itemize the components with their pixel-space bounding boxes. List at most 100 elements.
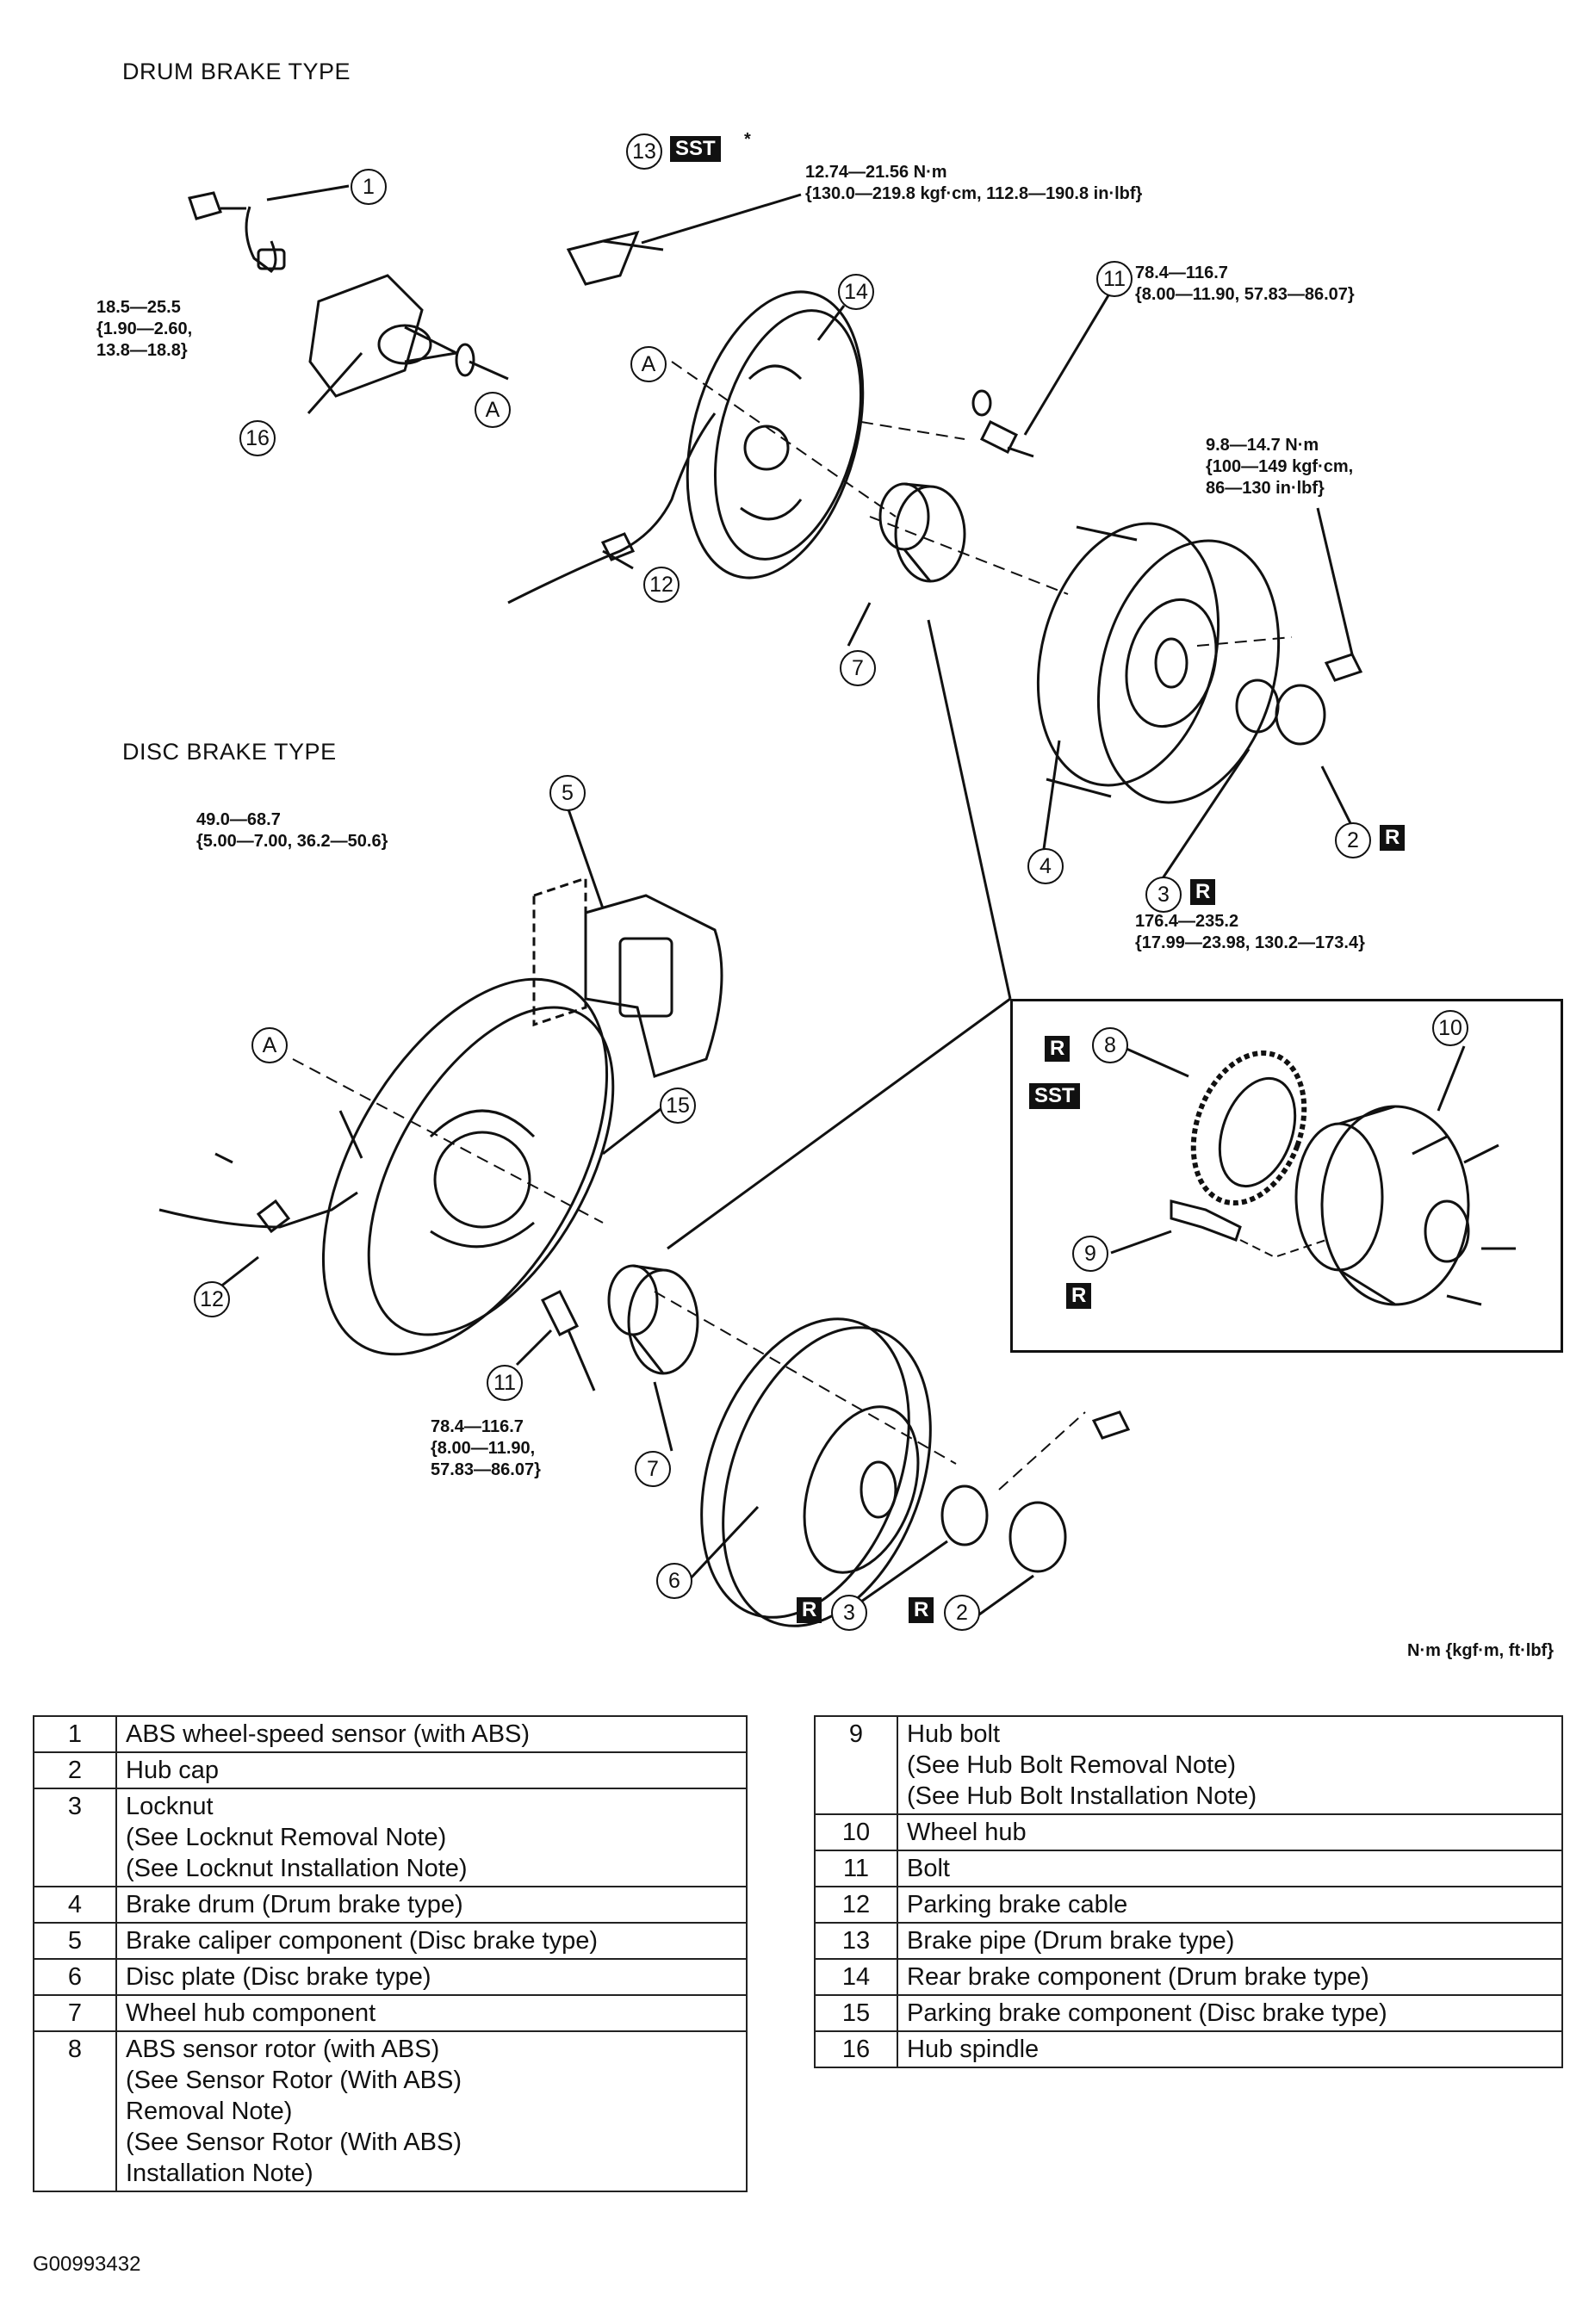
legend-number: 11	[814, 1850, 898, 1887]
torque-bolt-drum: 78.4—116.7 {8.00—11.90, 57.83—86.07}	[1135, 263, 1355, 304]
exploded-diagram: DRUM BRAKE TYPE DISC BRAKE TYPE	[96, 59, 1563, 1660]
callout-13: 13	[626, 133, 662, 170]
legend-description: ABS wheel-speed sensor (with ABS)	[115, 1715, 748, 1753]
disc-section-title: DISC BRAKE TYPE	[122, 739, 337, 765]
callout-a-disc: A	[251, 1027, 288, 1063]
callout-5: 5	[549, 775, 586, 811]
callout-12-drum: 12	[643, 567, 680, 603]
legend-description: Hub cap	[115, 1751, 748, 1789]
legend-description: Locknut (See Locknut Removal Note) (See Lo…	[115, 1788, 748, 1887]
parts-drawing	[158, 184, 1516, 1627]
callout-6: 6	[656, 1563, 692, 1599]
legend-number: 8	[33, 2030, 117, 2192]
legend-line: Disc plate (Disc brake type)	[126, 1963, 431, 1991]
callout-4: 4	[1027, 848, 1064, 884]
callout-12-disc: 12	[194, 1281, 230, 1317]
legend-number: 12	[814, 1886, 898, 1924]
legend-number: 1	[33, 1715, 117, 1753]
torque-locknut: 176.4—235.2 {17.99—23.98, 130.2—173.4}	[1135, 912, 1365, 952]
legend-row: 7 Wheel hub component	[33, 1994, 748, 2032]
torque-brake-pipe: 12.74—21.56 N·m {130.0—219.8 kgf·cm, 112…	[805, 163, 1143, 203]
r-tag-2-disc: R	[909, 1597, 934, 1623]
legend-line: Hub spindle	[907, 2036, 1040, 2063]
legend-row: 14 Rear brake component (Drum brake type)	[814, 1958, 1563, 1996]
callout-11-disc: 11	[487, 1365, 523, 1401]
legend-number: 13	[814, 1922, 898, 1960]
callout-7-disc: 7	[635, 1451, 671, 1487]
drum-section-title: DRUM BRAKE TYPE	[122, 59, 351, 84]
callout-a-drum-plate: A	[630, 346, 667, 382]
callout-a-drum-spindle: A	[475, 392, 511, 428]
legend-description: Parking brake component (Disc brake type…	[897, 1994, 1563, 2032]
legend-line: (See Sensor Rotor (With ABS)	[126, 2067, 462, 2094]
legend-number: 7	[33, 1994, 117, 2032]
legend-line: (See Locknut Removal Note)	[126, 1824, 447, 1851]
legend-line: Brake drum (Drum brake type)	[126, 1891, 463, 1918]
legend-line: Wheel hub component	[126, 1999, 376, 2027]
legend-description: Parking brake cable	[897, 1886, 1563, 1924]
legend-number: 9	[814, 1715, 898, 1815]
legend-table-right: 9 Hub bolt (See Hub Bolt Removal Note) (See…	[814, 1715, 1563, 2068]
r-tag-3-disc: R	[797, 1597, 822, 1623]
legend-line: Rear brake component (Drum brake type)	[907, 1963, 1369, 1991]
callout-3-drum: 3	[1145, 877, 1182, 913]
torque-caliper: 49.0—68.7 {5.00—7.00, 36.2—50.6}	[196, 810, 388, 851]
legend-description: Wheel hub	[897, 1813, 1563, 1851]
callout-3-disc: 3	[831, 1595, 867, 1631]
r-tag-9: R	[1066, 1283, 1092, 1309]
callout-14: 14	[838, 274, 874, 310]
callout-2-disc: 2	[944, 1595, 980, 1631]
legend-line: (See Hub Bolt Removal Note)	[907, 1751, 1236, 1779]
callout-15: 15	[660, 1088, 696, 1124]
legend-line: ABS sensor rotor (with ABS)	[126, 2036, 440, 2063]
legend-line: Brake pipe (Drum brake type)	[907, 1927, 1235, 1955]
legend-line: Wheel hub	[907, 1819, 1027, 1846]
legend-number: 14	[814, 1958, 898, 1996]
legend-description: Bolt	[897, 1850, 1563, 1887]
legend-description: ABS sensor rotor (with ABS) (See Sensor R…	[115, 2030, 748, 2192]
legend-row: 8 ABS sensor rotor (with ABS) (See Sensor …	[33, 2030, 748, 2192]
sst-tag: SST	[670, 136, 721, 162]
legend-line: Locknut	[126, 1793, 214, 1820]
legend-row: 11 Bolt	[814, 1850, 1563, 1887]
legend-line: Hub bolt	[907, 1720, 1001, 1748]
legend-line: Removal Note)	[126, 2098, 293, 2125]
legend-line: Hub cap	[126, 1757, 220, 1784]
unit-note: N·m {kgf·m, ft·lbf}	[1407, 1641, 1554, 1660]
sst-tag-8: SST	[1029, 1083, 1080, 1109]
legend-line: Brake caliper component (Disc brake type…	[126, 1927, 599, 1955]
torque-bolt-disc: 78.4—116.7 {8.00—11.90, 57.83—86.07}	[431, 1417, 541, 1479]
legend-description: Hub spindle	[897, 2030, 1563, 2068]
legend-line: Installation Note)	[126, 2160, 313, 2187]
legend-line: (See Hub Bolt Installation Note)	[907, 1782, 1257, 1810]
legend-number: 5	[33, 1922, 117, 1960]
figure-code: G00993432	[33, 2253, 141, 2276]
legend-line: ABS wheel-speed sensor (with ABS)	[126, 1720, 531, 1748]
callout-7-drum: 7	[840, 650, 876, 686]
legend-description: Wheel hub component	[115, 1994, 748, 2032]
legend-row: 9 Hub bolt (See Hub Bolt Removal Note) (See…	[814, 1715, 1563, 1815]
legend-description: Brake pipe (Drum brake type)	[897, 1922, 1563, 1960]
callout-9: 9	[1072, 1236, 1108, 1272]
r-tag-3-drum: R	[1190, 879, 1216, 905]
legend-number: 4	[33, 1886, 117, 1924]
legend-description: Brake caliper component (Disc brake type…	[115, 1922, 748, 1960]
legend-line: (See Locknut Installation Note)	[126, 1855, 468, 1882]
torque-abs-sensor-bolt: 18.5—25.5 {1.90—2.60, 13.8—18.8}	[96, 298, 193, 360]
r-tag-8: R	[1045, 1036, 1071, 1062]
legend-row: 1 ABS wheel-speed sensor (with ABS)	[33, 1715, 748, 1753]
legend-description: Disc plate (Disc brake type)	[115, 1958, 748, 1996]
legend-row: 4 Brake drum (Drum brake type)	[33, 1886, 748, 1924]
legend-number: 15	[814, 1994, 898, 2032]
legend-line: Bolt	[907, 1855, 950, 1882]
callout-8: 8	[1092, 1027, 1128, 1063]
legend-row: 5 Brake caliper component (Disc brake typ…	[33, 1922, 748, 1960]
callout-11-drum: 11	[1096, 261, 1133, 297]
